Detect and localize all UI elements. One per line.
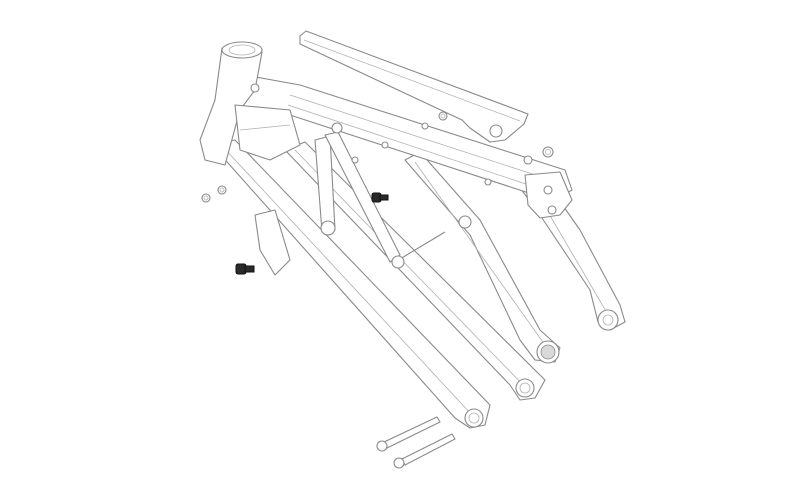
center-struts (314, 131, 472, 269)
head-tube (199, 41, 301, 166)
long-bolt-upper (376, 416, 441, 452)
bolt-dark-center (371, 192, 389, 203)
upper-guard-bar (299, 30, 529, 143)
main-down-tube (211, 139, 491, 429)
rear-strut-left (404, 151, 561, 364)
inner-down-tube (284, 141, 546, 401)
top-rail (239, 74, 573, 219)
bolt-dark-left (235, 263, 255, 275)
long-bolt-lower (393, 433, 456, 469)
nuts-washers (201, 111, 554, 203)
